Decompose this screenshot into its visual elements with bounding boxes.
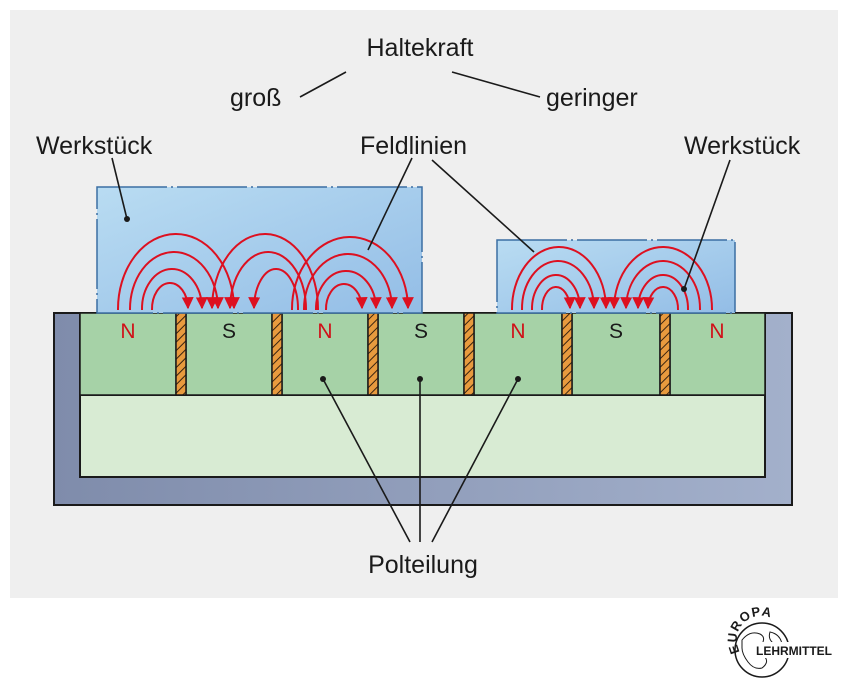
field-line — [642, 286, 680, 311]
leader-lines — [111, 71, 731, 543]
field-line — [314, 270, 382, 311]
field-line — [510, 246, 612, 311]
logo-text-lehrmittel: LEHRMITTEL — [756, 644, 832, 658]
field-line — [530, 274, 586, 311]
pole-label-2: S — [222, 320, 236, 343]
label-werkstueck-left: Werkstück — [36, 132, 153, 160]
pole-block-3 — [281, 312, 369, 396]
label-werkstueck-right: Werkstück — [684, 132, 801, 160]
field-line — [632, 274, 690, 311]
field-line — [150, 282, 194, 311]
leader-dots — [124, 216, 687, 382]
europa-lehrmittel-logo: EUROPA LEHRMITTEL — [724, 604, 840, 678]
pole-blocks — [79, 312, 766, 396]
pole-block-1 — [79, 312, 177, 396]
spacer-6 — [659, 312, 671, 396]
label-gross: groß — [230, 84, 281, 112]
spacer-4 — [463, 312, 475, 396]
field-line — [248, 268, 300, 311]
spacer-1 — [175, 312, 187, 396]
pole-label-3: N — [317, 320, 332, 343]
pole-labels: N S N S N S N — [120, 320, 724, 343]
field-line — [224, 251, 308, 311]
field-line — [290, 236, 414, 311]
label-haltekraft: Haltekraft — [367, 34, 474, 62]
label-feldlinien: Feldlinien — [360, 132, 467, 160]
field-line — [128, 251, 224, 311]
base-plate — [79, 394, 766, 478]
field-line — [540, 286, 576, 311]
workpiece-left — [96, 186, 423, 314]
spacer-2 — [271, 312, 283, 396]
field-line — [608, 246, 714, 311]
pole-label-4: S — [414, 320, 428, 343]
pole-label-1: N — [120, 320, 135, 343]
label-geringer: geringer — [546, 84, 638, 112]
label-polteilung: Polteilung — [368, 551, 478, 579]
field-line — [620, 260, 702, 311]
spacer-3 — [367, 312, 379, 396]
field-line — [116, 233, 240, 311]
field-line — [140, 268, 208, 311]
pole-label-6: S — [609, 320, 623, 343]
field-lines — [116, 233, 714, 311]
spacer-5 — [561, 312, 573, 396]
pole-label-7: N — [709, 320, 724, 343]
pole-block-2 — [185, 312, 273, 396]
field-line — [302, 253, 398, 311]
pole-label-5: N — [510, 320, 525, 343]
field-line — [324, 283, 368, 311]
field-line — [520, 260, 600, 311]
